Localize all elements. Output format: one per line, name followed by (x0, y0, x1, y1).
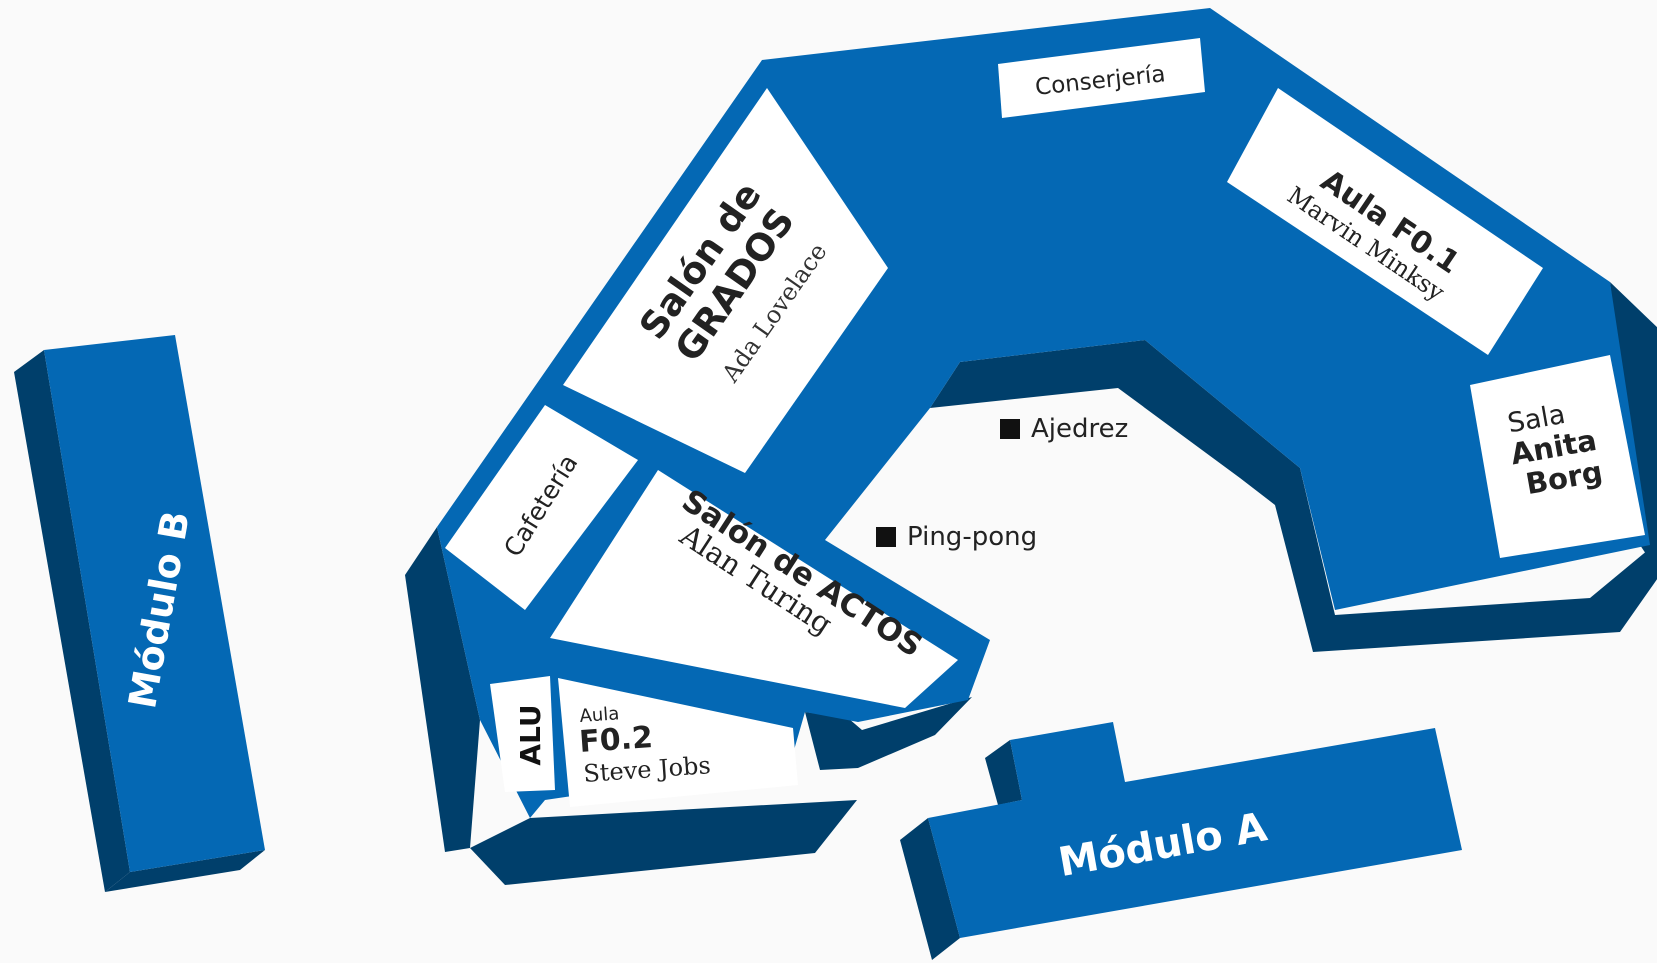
room-conserjeria[interactable] (998, 38, 1205, 118)
room-sala-anita-borg[interactable] (1470, 355, 1645, 558)
ajedrez-label: Ajedrez (1031, 414, 1128, 444)
main-side-bottom (470, 800, 857, 885)
room-cafeteria[interactable] (445, 405, 638, 610)
main-side-right (1610, 282, 1657, 571)
room-salon-grados[interactable] (563, 88, 888, 473)
poi-ajedrez[interactable]: Ajedrez (1000, 414, 1128, 444)
aula-f02-code: F0.2 (578, 720, 654, 760)
modulo-b-side-bottom (105, 850, 265, 892)
main-side-left (405, 527, 480, 852)
modulo-b-top (44, 335, 265, 872)
alu-label: ALU (514, 704, 547, 765)
room-salon-actos[interactable] (550, 470, 958, 708)
ajedrez-marker-icon (1000, 419, 1020, 439)
building-modulo-b[interactable]: Módulo B (14, 335, 265, 892)
modulo-a-side-left (900, 818, 960, 960)
building-modulo-a[interactable]: Módulo A (900, 722, 1462, 960)
pingpong-marker-icon (876, 527, 896, 547)
room-alu[interactable] (490, 676, 555, 792)
aula-f02-prefix: Aula (579, 703, 620, 727)
building-main[interactable]: Conserjería Salón de GRADOS Ada Lovelace… (405, 8, 1657, 885)
modulo-a-top (928, 722, 1462, 938)
modulo-b-side (14, 350, 130, 892)
room-aula-f01[interactable] (1227, 88, 1543, 355)
room-aula-f02[interactable] (558, 678, 798, 807)
poi-pingpong[interactable]: Ping-pong (876, 522, 1037, 552)
main-side-inner (805, 697, 972, 770)
pingpong-label: Ping-pong (907, 522, 1037, 552)
modulo-a-notch-side (985, 740, 1022, 805)
main-side-courtyard (930, 340, 1657, 652)
